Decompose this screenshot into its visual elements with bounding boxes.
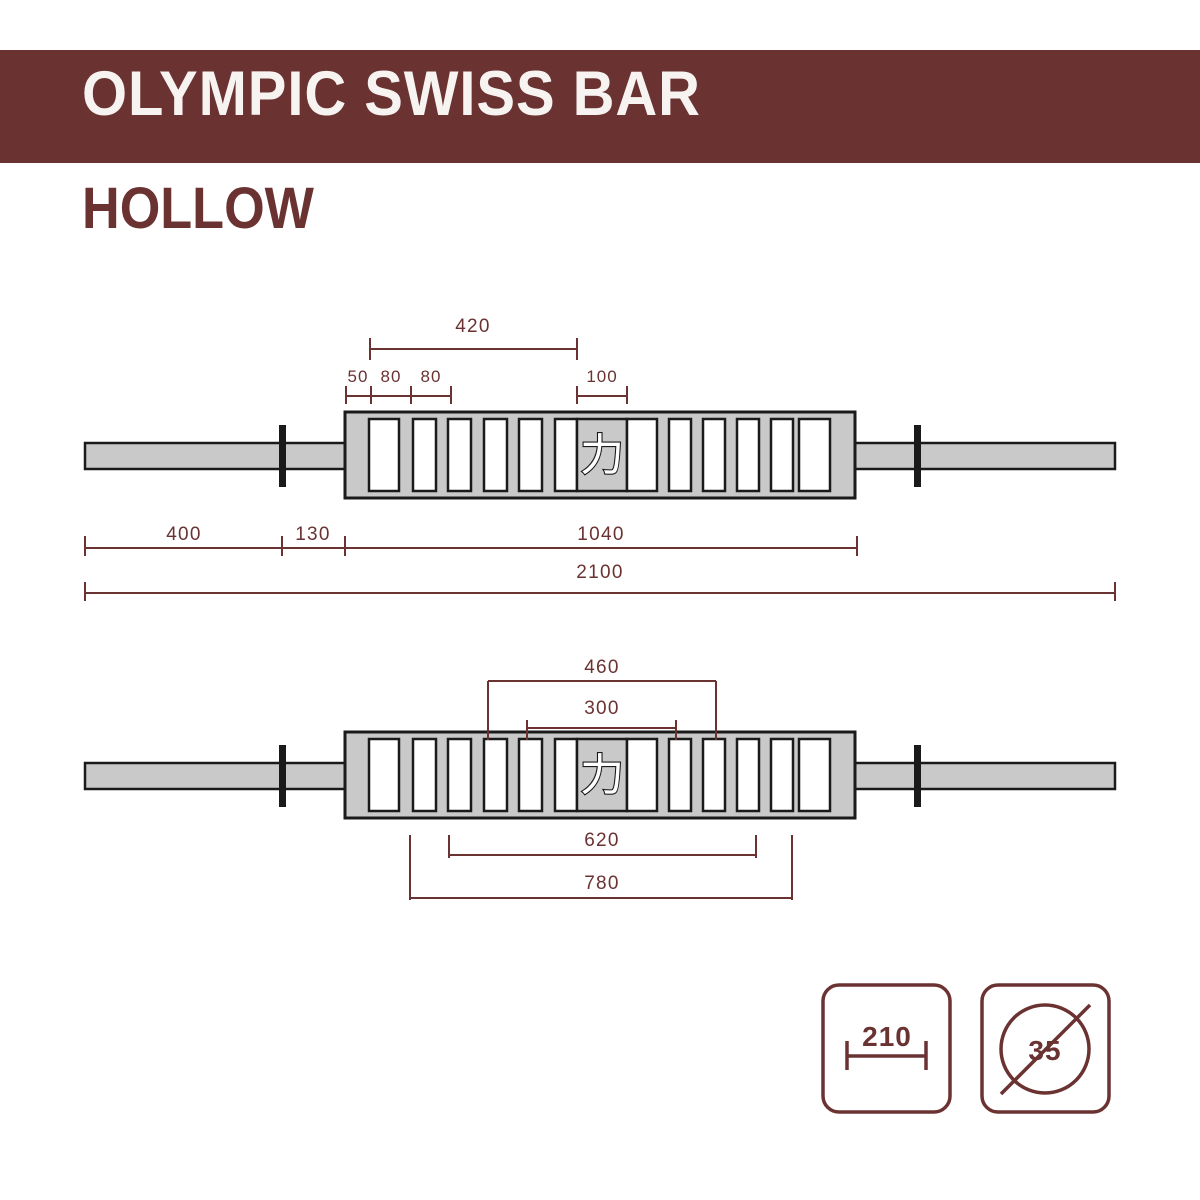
bottom-bar-drawing: 力 bbox=[83, 730, 1117, 820]
dim-620-label: 620 bbox=[584, 830, 620, 851]
dim-780-label: 780 bbox=[584, 873, 620, 894]
dim-620 bbox=[448, 835, 757, 858]
dim-50-80-80 bbox=[345, 386, 452, 404]
dim-2100 bbox=[84, 582, 1116, 601]
dim-420-label: 420 bbox=[455, 316, 491, 337]
header-banner bbox=[0, 50, 1200, 163]
dim-420 bbox=[369, 338, 578, 360]
dim-50-label: 50 bbox=[348, 367, 369, 386]
dim-460 bbox=[487, 680, 717, 740]
badge-frame-diameter bbox=[980, 983, 1111, 1114]
dim-460-label: 460 bbox=[584, 657, 620, 678]
width-dimension-icon bbox=[845, 1041, 928, 1070]
sleeve-diameter-badge: 35 bbox=[980, 983, 1111, 1114]
page-subtitle: HOLLOW bbox=[82, 176, 314, 241]
kanji-logo-top: 力 bbox=[580, 430, 624, 481]
top-bar-drawing: 力 bbox=[83, 410, 1117, 500]
dim-300-label: 300 bbox=[584, 698, 620, 719]
dim-130-label: 130 bbox=[295, 524, 331, 545]
dim-100-label: 100 bbox=[586, 367, 617, 386]
dim-100 bbox=[576, 386, 628, 404]
dim-780 bbox=[409, 835, 793, 900]
dim-400-130-1040 bbox=[84, 536, 858, 556]
kanji-logo-bottom: 力 bbox=[580, 750, 624, 801]
dim-80a-label: 80 bbox=[381, 367, 402, 386]
diameter-circle-icon bbox=[999, 1003, 1092, 1096]
badge-frame-width bbox=[821, 983, 952, 1114]
dim-2100-label: 2100 bbox=[576, 562, 623, 583]
bar-width-badge: 210 bbox=[821, 983, 952, 1114]
dim-300 bbox=[526, 720, 677, 740]
page-title: OLYMPIC SWISS BAR bbox=[82, 59, 701, 129]
badge-diameter-value: 35 bbox=[1028, 1035, 1061, 1066]
badge-width-value: 210 bbox=[862, 1021, 912, 1052]
dim-1040-label: 1040 bbox=[577, 524, 624, 545]
dim-400-label: 400 bbox=[166, 524, 202, 545]
dim-80b-label: 80 bbox=[421, 367, 442, 386]
